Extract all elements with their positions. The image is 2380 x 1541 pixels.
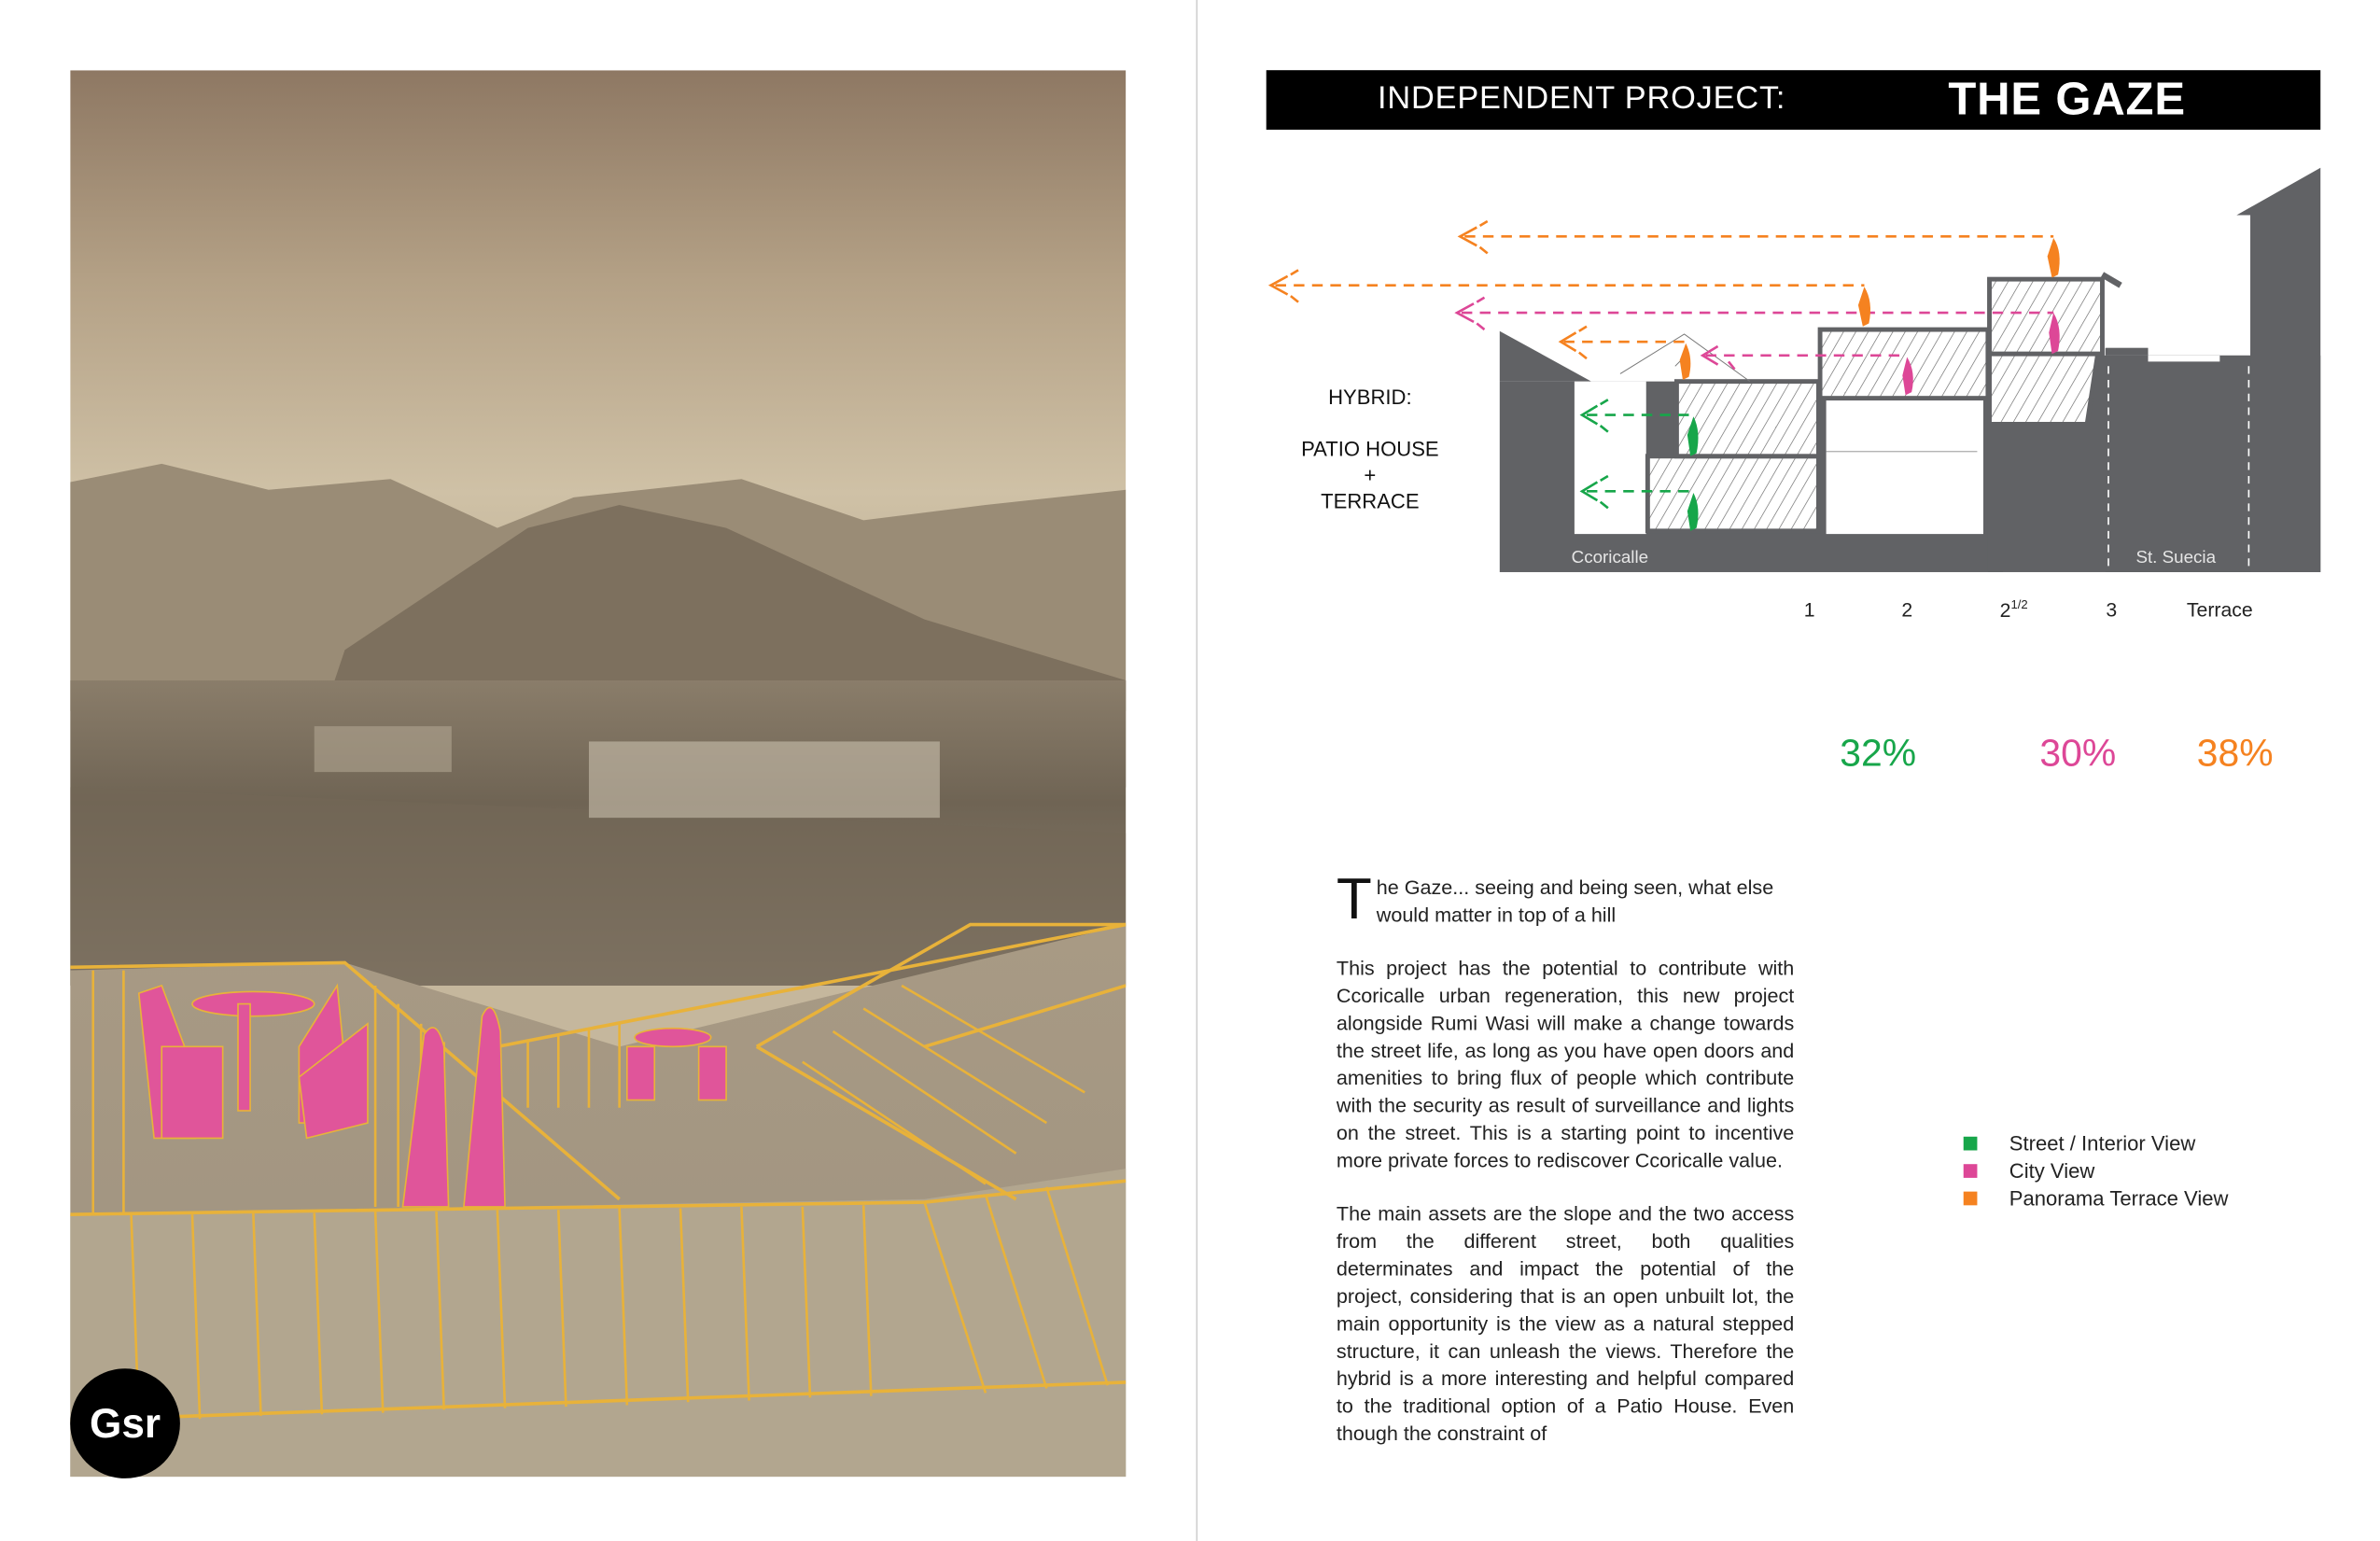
gsr-logo: Gsr (70, 1368, 180, 1478)
street-label-suecia: St. Suecia (2135, 547, 2216, 567)
legend-item-city: City View (1963, 1159, 2095, 1183)
legend-label: City View (2009, 1159, 2095, 1183)
legend-label: Panorama Terrace View (2009, 1186, 2229, 1211)
legend-label: Street / Interior View (2009, 1131, 2196, 1156)
street-label-ccoricalle: Ccoricalle (1572, 547, 1648, 567)
level-label-2-half-sup: 1/2 (2010, 597, 2028, 612)
cusco-rooftop-photo (70, 70, 1127, 1478)
header-bar: INDEPENDENT PROJECT: THE GAZE (1266, 70, 2321, 130)
legend-item-street: Street / Interior View (1963, 1131, 2196, 1156)
legend-item-terrace: Panorama Terrace View (1963, 1186, 2229, 1211)
percent-city-view: 30% (2039, 732, 2117, 776)
level-label-3: 3 (2106, 597, 2118, 622)
label-patio-house: PATIO HOUSE (1301, 438, 1439, 461)
percent-terrace-view: 38% (2196, 732, 2274, 776)
drop-cap: T (1336, 874, 1372, 932)
person-figures (1679, 237, 2060, 531)
level-label-terrace: Terrace (2186, 597, 2253, 622)
paragraph-2: The main assets are the slope and the tw… (1336, 1202, 1795, 1445)
patio-void (1574, 381, 1646, 535)
label-terrace: TERRACE (1321, 489, 1420, 513)
page-divider (1196, 0, 1198, 1541)
legend-swatch-pink (1963, 1164, 1978, 1178)
level-label-2: 2 (1901, 597, 1913, 622)
legend-swatch-orange (1963, 1191, 1978, 1206)
arrow-heads (1267, 219, 1736, 510)
percent-street-view: 32% (1840, 732, 1917, 776)
label-hybrid: HYBRID: (1328, 385, 1412, 410)
interior-void (1826, 399, 1983, 535)
page-title: THE GAZE (1948, 75, 2186, 126)
level-label-1: 1 (1803, 597, 1815, 622)
level-label-2-half-base: 2 (1999, 598, 2011, 622)
label-plus: + (1364, 463, 1377, 487)
logo-text: Gsr (90, 1400, 161, 1447)
level-label-2-half: 21/2 (1968, 598, 2060, 622)
intro-text: he Gaze... seeing and being seen, what e… (1376, 876, 1774, 927)
section-diagram: Ccoricalle St. Suecia (1267, 167, 2321, 572)
legend-swatch-green (1963, 1136, 1978, 1151)
paragraph-1: This project has the potential to contri… (1336, 956, 1795, 1172)
header-subtitle: INDEPENDENT PROJECT: (1378, 80, 1786, 117)
